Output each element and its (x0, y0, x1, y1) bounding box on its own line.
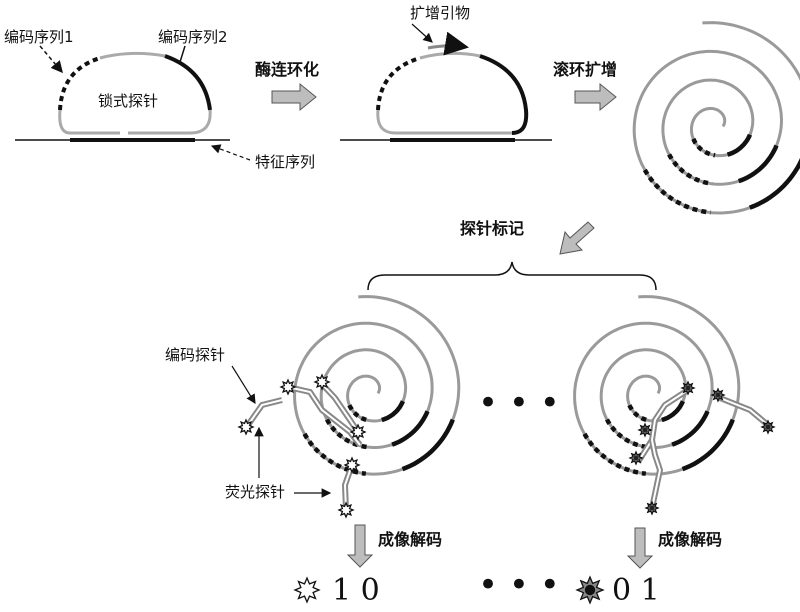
coding-seq-1-repeat (691, 137, 716, 158)
ligation-label: 酶连环化 (255, 60, 319, 79)
fluorescent-star-icon-core (243, 424, 249, 430)
pointer-line (210, 144, 251, 161)
fluorescent-star-icon-core (319, 379, 325, 385)
ellipsis-middle: • • • (478, 383, 560, 423)
down-left-arrow-icon (559, 221, 595, 255)
circularized-probe-panel: 扩增引物 (340, 4, 552, 142)
curly-brace (367, 261, 657, 291)
rca-label: 滚环扩增 (553, 60, 617, 79)
pointer-line (179, 45, 186, 63)
fluorescent-star-dark-icon-core (649, 505, 655, 511)
coding-seq-1-repeat (642, 168, 711, 215)
pointer-line (39, 45, 63, 74)
probe-arm-right (128, 109, 212, 135)
decode-label-right: 成像解码 (658, 530, 722, 549)
rca-product-spiral (632, 21, 800, 215)
rca-strand (632, 21, 800, 215)
primer-strand (427, 31, 469, 56)
white-fluorophore-icon-core (302, 585, 312, 595)
coding-probe-label: 编码探针 (165, 346, 225, 364)
fluorescent-star-dark-icon-core (633, 455, 639, 461)
fluorescent-star-icon-core (349, 462, 355, 468)
fluorescent-star-dark-icon-core (765, 424, 771, 430)
dark-fluorophore-icon-core (584, 584, 596, 596)
probe-backbone (419, 51, 481, 60)
down-arrow-icon (346, 524, 374, 568)
decode-label-left: 成像解码 (378, 530, 442, 549)
probe-arm-left (58, 109, 120, 135)
fluorescent-star-dark-icon-core (685, 385, 691, 391)
coding-seq-2-repeat (681, 418, 735, 472)
coding-seq-1-repeat (347, 404, 371, 423)
fluorescent-star-icon-core (343, 507, 349, 513)
coding-seq-2-repeat (661, 400, 685, 423)
right-arrow-icon (574, 82, 617, 112)
coding-seq-2-repeat (381, 400, 405, 423)
labeled-spiral-right (573, 295, 741, 476)
coding-seq-2-repeat (391, 410, 430, 447)
ligation-step: 酶连环化 (255, 60, 319, 112)
fluorescent-probe-label: 荧光探针 (225, 483, 285, 501)
probe-backbone (99, 51, 166, 60)
coding-seq-1-repeat (582, 432, 647, 476)
coding-seq-2-segment (164, 54, 212, 111)
coding-seq-2-repeat (401, 418, 455, 472)
coding-seq-2-label: 编码序列2 (158, 28, 228, 46)
coding-seq-2-repeat (748, 157, 800, 210)
probe-strand-inner (247, 399, 283, 426)
primer-label: 扩增引物 (410, 4, 470, 22)
pointer-line (411, 23, 433, 43)
probe-strand-inner (719, 397, 769, 426)
labeled-spiral-left (293, 295, 461, 476)
fluorescent-star-icon-core (355, 429, 361, 435)
coding-seq-1-label: 编码序列1 (4, 28, 74, 46)
padlock-probe-label: 锁式探针 (98, 92, 158, 110)
feature-seq-label: 特征序列 (255, 153, 315, 171)
coding-seq-1-segment (376, 56, 421, 111)
code-right: 0 1 (612, 573, 660, 608)
coding-seq-2-repeat (737, 144, 779, 184)
ellipsis-bottom: • • • (478, 565, 560, 605)
coding-seq-2-repeat (726, 133, 752, 157)
right-arrow-icon (271, 82, 317, 112)
probe-strand (718, 395, 770, 428)
coding-seq-2-segment (479, 54, 529, 135)
coding-seq-2-repeat (671, 410, 710, 447)
pointer-line (231, 365, 256, 405)
code-left: 1 0 (332, 573, 380, 608)
padlock-probe-panel: 编码序列1 编码序列2 锁式探针 特征序列 (4, 28, 315, 171)
fluorescent-star-icon-core (285, 384, 291, 390)
coding-seq-1-repeat (667, 153, 713, 187)
coding-seq-1-repeat (302, 432, 367, 476)
hybridized-probes (237, 373, 776, 519)
down-arrow-icon (626, 527, 654, 569)
probe-strand-inner (637, 389, 689, 463)
probe-strand-inner (651, 439, 662, 509)
probe-strand-inner (319, 381, 359, 433)
fluorescent-star-dark-icon-core (642, 427, 648, 433)
coding-seq-1-repeat (627, 404, 651, 423)
coding-seq-1-segment (58, 56, 101, 111)
probe-circle-bottom (376, 109, 512, 135)
probe-strand-inner (343, 464, 353, 511)
probe-labeling-label: 探针标记 (460, 219, 524, 238)
fluorescent-star-dark-icon-core (715, 392, 721, 398)
rca-step: 滚环扩增 (553, 60, 617, 112)
